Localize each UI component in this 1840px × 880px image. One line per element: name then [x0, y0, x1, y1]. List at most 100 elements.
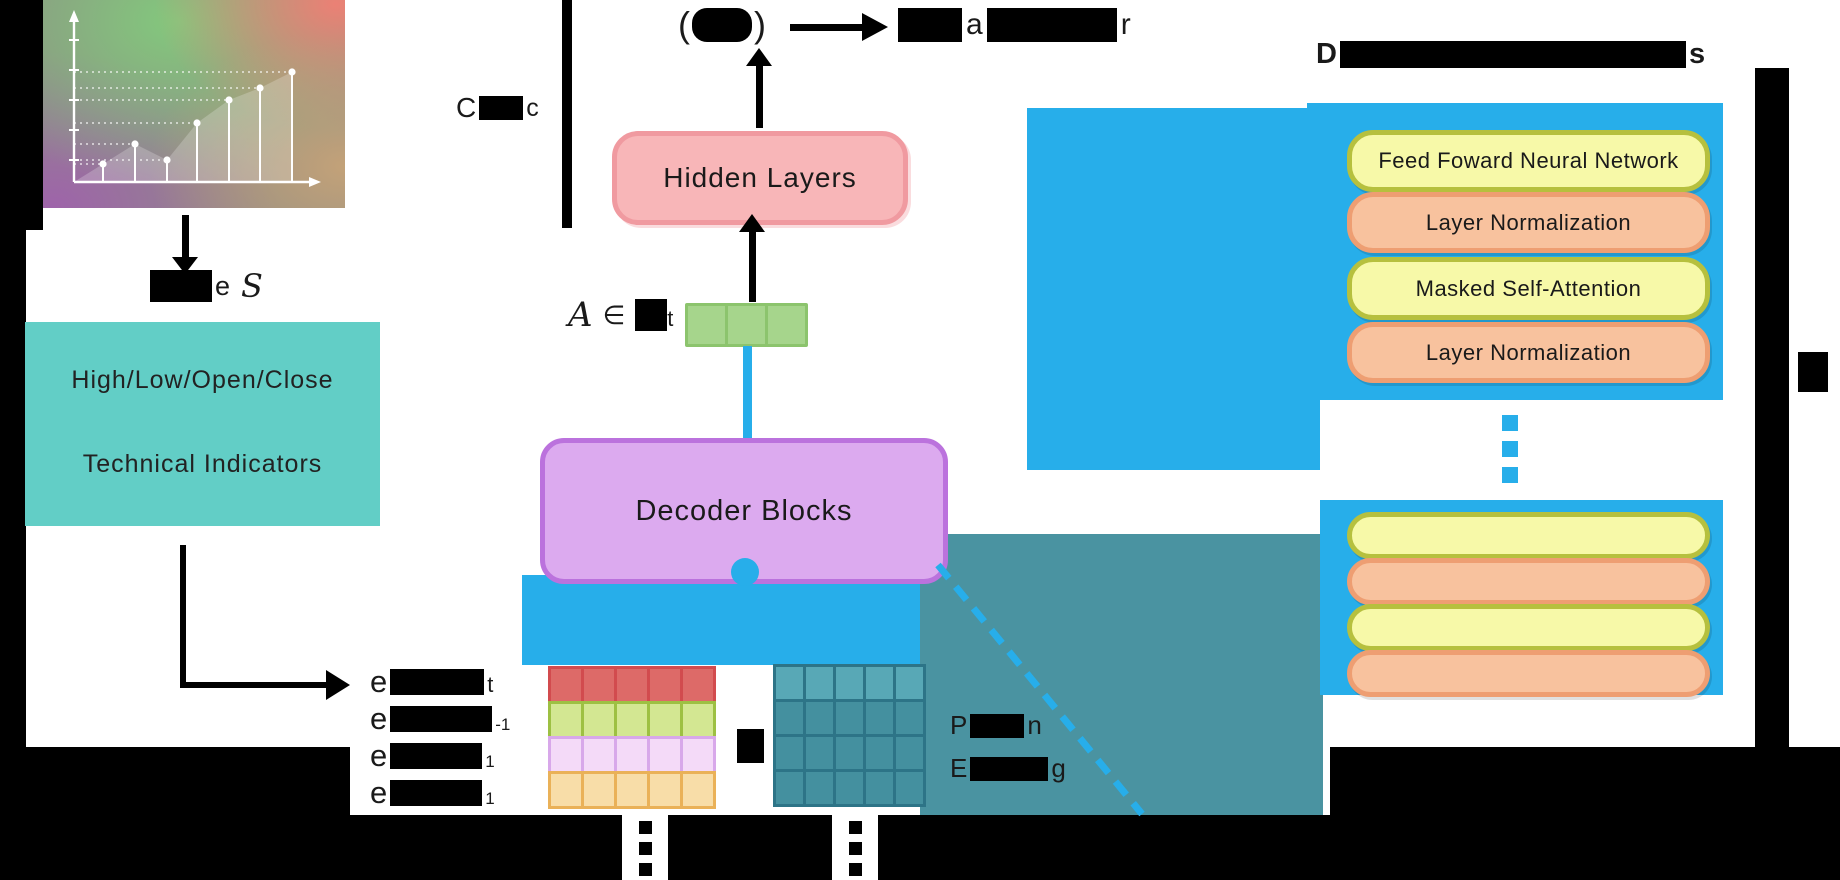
- pill-layer-norm-2: Layer Normalization: [1347, 322, 1710, 383]
- position-cell: [863, 664, 896, 702]
- decoder-detail-panel-top: Feed Foward Neural Network Layer Normali…: [1307, 103, 1723, 400]
- embedding-row-tan: [548, 771, 716, 809]
- pos-label-letter: P: [950, 710, 968, 740]
- pos-label-letter: E: [950, 753, 968, 783]
- embedding-cell: [614, 771, 650, 809]
- embedding-subscript: -1: [495, 715, 511, 734]
- embedding-cell: [581, 666, 617, 704]
- pill-feed-forward: Feed Foward Neural Network: [1347, 130, 1710, 192]
- plus-marker-redacted: [737, 729, 764, 763]
- pos-label-letter: g: [1051, 753, 1066, 783]
- position-grid-row: [773, 699, 926, 737]
- position-cell: [893, 664, 926, 702]
- blue-ellipsis-dot: [1502, 441, 1518, 457]
- redaction-bar: [390, 743, 483, 769]
- embedding-row-pink: [548, 736, 716, 774]
- action-output-label: a r: [898, 8, 1131, 42]
- embedding-subscript: 1: [485, 789, 495, 808]
- embedding-cell: [680, 736, 716, 774]
- position-cell: [833, 664, 866, 702]
- up-arrow-shaft: [756, 66, 763, 128]
- ellipsis-dot: [638, 842, 652, 855]
- down-arrow-shaft: [182, 215, 189, 259]
- bottom-redaction-band-left: [0, 747, 350, 880]
- action-letter-a: a: [966, 8, 983, 41]
- state-letter: e: [215, 270, 231, 301]
- embedding-cell: [647, 736, 683, 774]
- state-label: e S: [150, 267, 263, 305]
- up-arrow-icon: [746, 48, 772, 66]
- dashed-skip-connection: [935, 562, 1145, 817]
- embedding-row-lime: [548, 701, 716, 739]
- embedding-row-red: [548, 666, 716, 704]
- embedding-cell: [581, 771, 617, 809]
- action-cell: [685, 303, 728, 347]
- redaction-bar: [970, 713, 1025, 738]
- position-grid-row: [773, 734, 926, 772]
- pill-label: Feed Foward Neural Network: [1378, 148, 1679, 173]
- left-redaction-strip: [0, 230, 26, 747]
- blue-ellipsis-dot: [1502, 467, 1518, 483]
- market-data-line2: Technical Indicators: [82, 450, 323, 478]
- embedding-subscript: t: [487, 672, 494, 697]
- position-cell: [833, 769, 866, 807]
- embedding-cell: [680, 666, 716, 704]
- embedding-label: e 1: [370, 738, 495, 774]
- elbow-connector-horizontal: [180, 682, 330, 688]
- elbow-connector-vertical: [180, 545, 186, 685]
- action-cell: [725, 303, 768, 347]
- decoder-details-title: D s: [1316, 38, 1705, 71]
- embedding-cell: [581, 701, 617, 739]
- blue-ellipsis-dot: [1502, 415, 1518, 431]
- position-cell: [773, 699, 806, 737]
- paren-close: ): [754, 4, 766, 45]
- position-embedding-label-line2: E g: [950, 753, 1066, 784]
- position-cell: [833, 734, 866, 772]
- flow-arrow-shaft: [790, 24, 865, 31]
- critic-first-letter: C: [456, 92, 477, 123]
- flow-arrow-icon: [862, 13, 888, 41]
- critic-label: C c: [456, 92, 539, 124]
- paren-open: (: [678, 4, 690, 45]
- hidden-layers-box: Hidden Layers: [612, 131, 908, 225]
- position-cell: [893, 734, 926, 772]
- hidden-layers-label: Hidden Layers: [663, 162, 857, 193]
- right-redaction-bar: [1755, 68, 1789, 880]
- stock-chart-graphic: [43, 0, 345, 208]
- redaction-bar: [635, 299, 668, 331]
- position-cell: [893, 769, 926, 807]
- ellipsis-slot: [832, 815, 878, 880]
- pill-label: Layer Normalization: [1425, 339, 1632, 365]
- redaction-bar: [692, 8, 752, 42]
- left-redaction-strip-top: [0, 0, 43, 230]
- position-cell: [863, 769, 896, 807]
- position-cell: [893, 699, 926, 737]
- ellipsis-dot: [638, 821, 652, 834]
- redaction-bar: [390, 669, 485, 695]
- position-cell: [773, 769, 806, 807]
- embedding-cell: [647, 666, 683, 704]
- bottom-redaction-band-right: [1330, 747, 1840, 880]
- up-arrow-icon: [739, 214, 765, 232]
- ellipsis-slot: [622, 815, 668, 880]
- market-data-line1: High/Low/Open/Close: [71, 366, 334, 394]
- embedding-cell: [614, 701, 650, 739]
- embedding-cell: [548, 701, 584, 739]
- context-band: [522, 575, 920, 665]
- action-cell: [765, 303, 808, 347]
- up-arrow-shaft: [749, 232, 756, 302]
- position-cell: [803, 769, 836, 807]
- pos-label-letter: n: [1027, 710, 1042, 740]
- state-symbol: S: [241, 267, 263, 305]
- ellipsis-dot: [848, 821, 862, 834]
- embedding-cell: [647, 771, 683, 809]
- pill-label: Layer Normalization: [1425, 209, 1632, 235]
- market-data-box: High/Low/Open/Close Technical Indicators: [25, 322, 380, 526]
- action-cells: [685, 303, 808, 347]
- position-cell: [773, 734, 806, 772]
- redaction-bar: [390, 780, 483, 806]
- title-first-letter: D: [1316, 38, 1337, 70]
- blank-pill-peach: [1347, 558, 1710, 605]
- embedding-cell: [548, 736, 584, 774]
